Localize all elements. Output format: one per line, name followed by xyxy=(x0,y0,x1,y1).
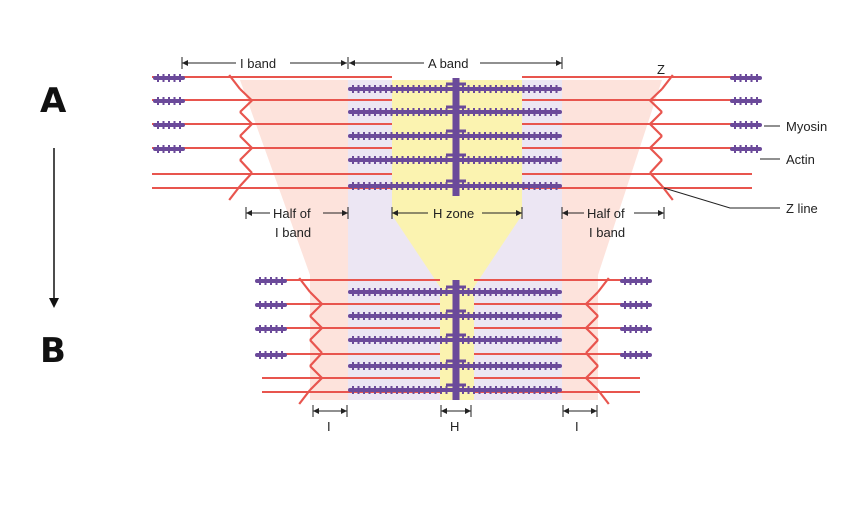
panel-label-a: A xyxy=(40,81,67,121)
i-band-fill-left xyxy=(240,80,348,400)
half-i-band-left-dimension xyxy=(245,207,349,219)
myosin-end-cap xyxy=(620,351,652,359)
h-short-dimension xyxy=(440,405,472,417)
myosin-end-cap xyxy=(730,121,762,129)
contraction-arrow xyxy=(49,148,59,308)
half-of-right-label: Half of xyxy=(587,206,625,221)
myosin-end-cap xyxy=(255,277,287,285)
a-band-label: A band xyxy=(428,56,469,71)
h-zone-label: H zone xyxy=(433,206,474,221)
myosin-end-cap xyxy=(153,74,185,82)
half-i-band-right-dimension xyxy=(561,207,665,219)
myosin-end-cap xyxy=(255,351,287,359)
i-band-left-sub-label: I band xyxy=(275,225,311,240)
myosin-end-cap xyxy=(620,325,652,333)
half-of-left-label: Half of xyxy=(273,206,311,221)
myosin-end-cap xyxy=(730,145,762,153)
callout-lines xyxy=(663,125,780,209)
z-line-left xyxy=(298,277,323,405)
myosin-end-cap xyxy=(255,301,287,309)
i-short-right-dimension xyxy=(562,405,598,417)
myosin-end-cap xyxy=(255,325,287,333)
band-fills xyxy=(240,80,662,400)
panel-label-b: B xyxy=(40,331,66,371)
z-label: Z xyxy=(657,62,665,77)
contracted-sarcomere xyxy=(255,277,652,405)
i-band-right-sub-label: I band xyxy=(589,225,625,240)
myosin-end-cap xyxy=(730,97,762,105)
i-band-label: I band xyxy=(240,56,276,71)
a-band-dimension xyxy=(349,57,563,69)
i-short-left-label: I xyxy=(327,419,331,434)
h-zone-dimension xyxy=(391,207,523,219)
z-line-right xyxy=(649,74,674,201)
actin-label: Actin xyxy=(786,152,815,167)
myosin-end-cap xyxy=(153,97,185,105)
i-band-fill-right xyxy=(562,80,662,400)
i-short-right-label: I xyxy=(575,419,579,434)
myosin-end-cap xyxy=(153,145,185,153)
relaxed-sarcomere xyxy=(152,74,762,201)
myosin-label: Myosin xyxy=(786,119,827,134)
i-short-left-dimension xyxy=(312,405,348,417)
myosin-end-cap xyxy=(620,277,652,285)
h-short-label: H xyxy=(450,419,459,434)
z-line-label: Z line xyxy=(786,201,818,216)
myosin-end-cap xyxy=(153,121,185,129)
myosin-end-cap xyxy=(620,301,652,309)
i-band-dimension xyxy=(181,57,349,69)
myosin-end-cap xyxy=(730,74,762,82)
